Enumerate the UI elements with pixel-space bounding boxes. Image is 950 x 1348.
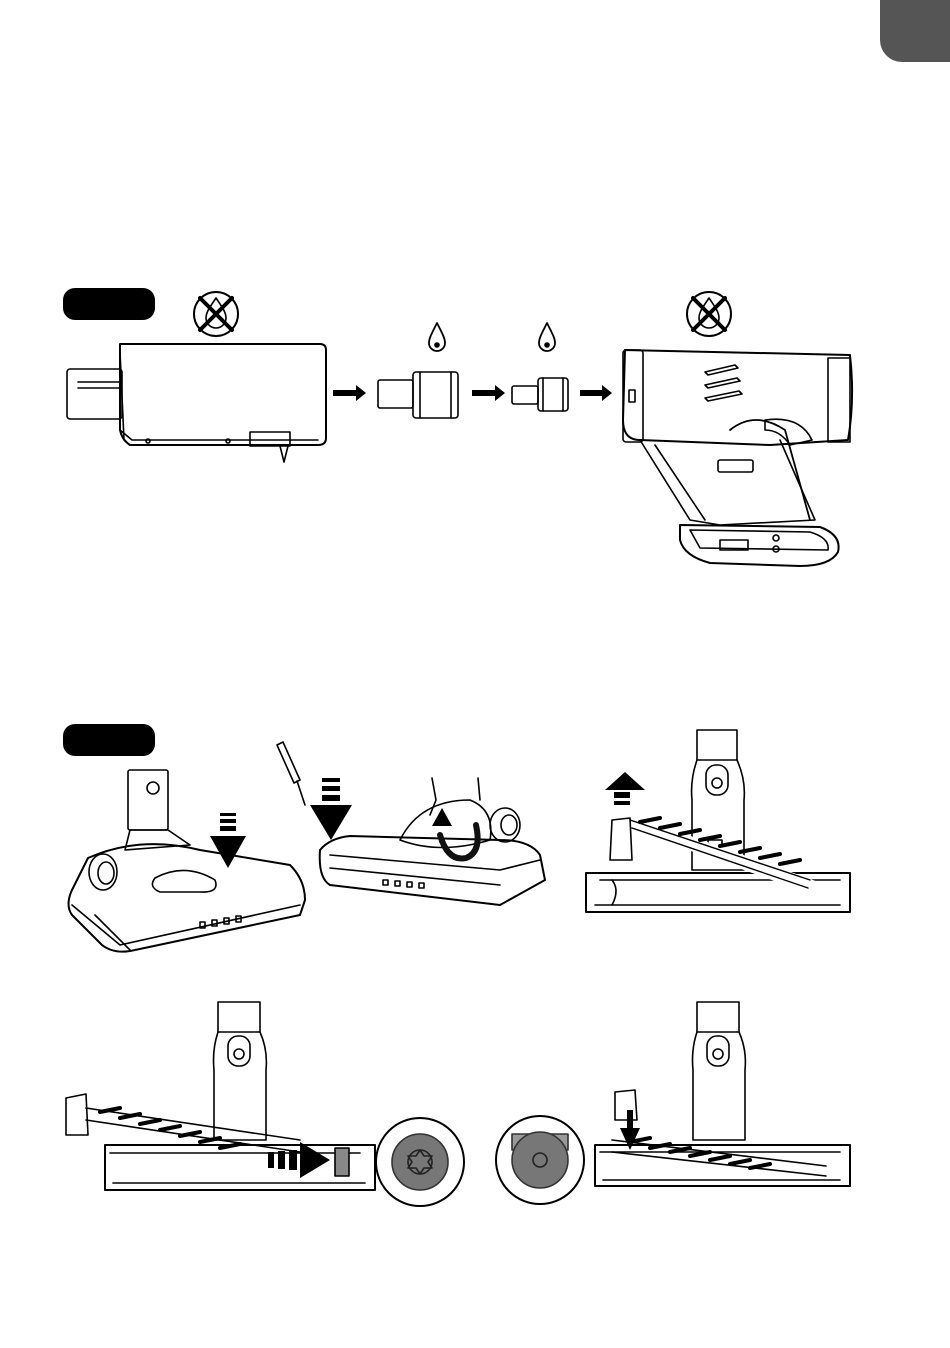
roller-lift-out xyxy=(586,730,850,912)
arrow-down-icon xyxy=(310,778,352,840)
roller-insert-figure xyxy=(595,1002,850,1186)
arrow-down-icon xyxy=(210,813,246,868)
no-water-icon xyxy=(687,292,731,336)
floor-brush-press-release xyxy=(69,770,306,952)
water-drop-icon xyxy=(429,323,445,351)
arrow-up-icon xyxy=(605,772,645,805)
water-drop-icon xyxy=(539,323,555,351)
main-unit-body xyxy=(67,344,326,462)
no-water-icon xyxy=(194,292,238,336)
roller-slide-out-detail xyxy=(66,1002,375,1190)
filter-large xyxy=(378,372,458,418)
floor-brush-screwdriver-unlock xyxy=(320,778,545,905)
handheld-unit xyxy=(623,350,852,566)
arrow-right-icon xyxy=(472,385,505,401)
filter-small xyxy=(512,378,568,411)
roller-insert-detail xyxy=(496,1116,584,1204)
arrow-right-icon xyxy=(333,385,366,401)
arrow-right-icon xyxy=(580,385,612,401)
screwdriver-icon xyxy=(277,742,305,805)
arrow-right-icon xyxy=(268,1142,330,1178)
rotate-arrow-icon xyxy=(432,808,478,859)
gear-detail-circle xyxy=(376,1118,464,1206)
